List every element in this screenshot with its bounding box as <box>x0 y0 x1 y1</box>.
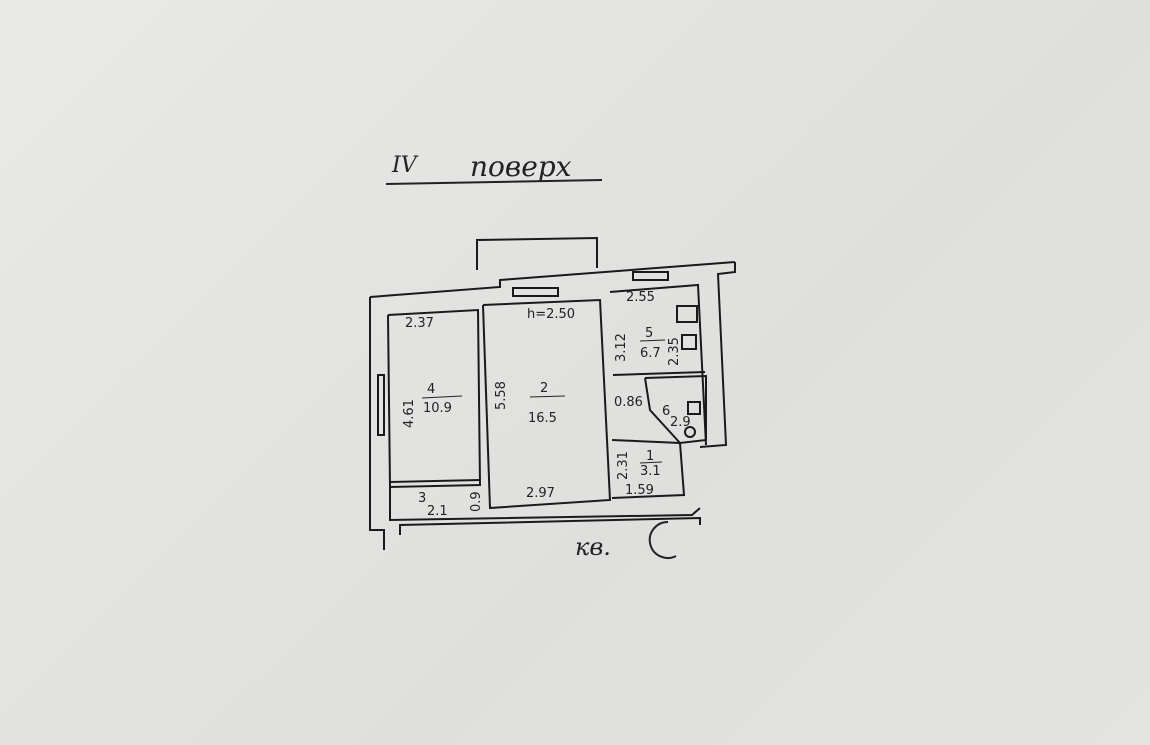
room-2-length: 5.58 <box>494 381 509 410</box>
room-1-width: 1.59 <box>625 483 654 498</box>
room-2-area: 16.5 <box>528 411 557 426</box>
room-6-dim: 0.86 <box>614 395 643 410</box>
room-4-width: 2.37 <box>405 316 434 331</box>
room-4-number: 4 <box>427 382 435 397</box>
room-5-divider <box>639 339 666 342</box>
room-1-number: 1 <box>646 449 654 464</box>
room-4-length: 4.61 <box>402 399 417 428</box>
room-5-width: 2.55 <box>626 290 655 305</box>
room-6-area: 2.9 <box>670 415 691 430</box>
room-5-side: 2.35 <box>667 337 682 366</box>
room-1-divider <box>639 461 663 464</box>
room-5-length: 3.12 <box>614 333 629 362</box>
heading-underline <box>385 179 603 185</box>
room-3-area: 2.1 <box>427 504 448 519</box>
room-1-area: 3.1 <box>640 464 661 479</box>
room-5-number: 5 <box>645 326 653 341</box>
room-3-depth: 0.9 <box>469 491 484 512</box>
room-3-number: 3 <box>418 491 426 506</box>
room-4-divider <box>421 395 463 399</box>
room-5-area: 6.7 <box>640 346 661 361</box>
walls <box>369 236 736 550</box>
apartment-number-circle <box>648 520 677 559</box>
apartment-label: кв. <box>575 533 611 561</box>
room-6-number: 6 <box>662 404 670 419</box>
room-2-width: 2.97 <box>526 486 555 501</box>
ceiling-height: h=2.50 <box>527 307 575 322</box>
floor-numeral: IV <box>391 153 419 178</box>
room-1-length: 2.31 <box>616 451 631 480</box>
room-2-divider <box>529 395 566 398</box>
floor-word: поверх <box>470 150 572 183</box>
room-2-number: 2 <box>540 381 548 396</box>
room-4-area: 10.9 <box>423 401 452 416</box>
